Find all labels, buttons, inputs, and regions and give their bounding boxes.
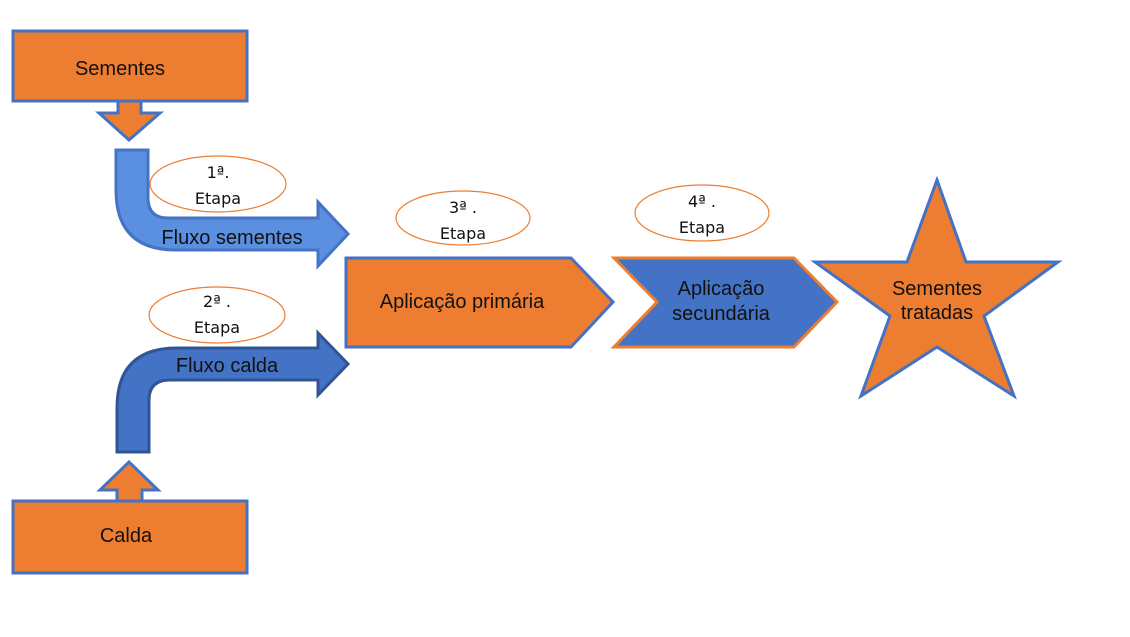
stage-2-line2: Etapa	[194, 318, 240, 337]
node-aplicacao-primaria-label: Aplicação primária	[380, 291, 545, 313]
stage-1-line2: Etapa	[195, 189, 241, 208]
arrow-up-calda	[96, 459, 162, 503]
stage-3-line2: Etapa	[440, 224, 486, 243]
node-aplicacao-primaria: Aplicação primária	[344, 256, 616, 349]
node-sementes-tratadas-line1: Sementes	[892, 278, 982, 300]
node-sementes-tratadas: Sementes tratadas	[810, 175, 1063, 400]
stage-1-line1: 1ª.	[207, 163, 230, 182]
stage-4-ellipse: 4ª . Etapa	[634, 184, 770, 242]
node-calda: Calda	[11, 499, 249, 575]
arrow-fluxo-calda	[115, 329, 351, 454]
node-sementes-tratadas-line2: tratadas	[901, 302, 973, 324]
stage-1-ellipse: 1ª. Etapa	[149, 155, 287, 213]
node-aplicacao-secundaria-line1: Aplicação	[678, 278, 765, 300]
arrow-fluxo-calda-label: Fluxo calda	[176, 355, 279, 377]
stage-2-ellipse: 2ª . Etapa	[148, 286, 286, 344]
stage-2-line1: 2ª .	[203, 292, 231, 311]
node-calda-label: Calda	[100, 525, 153, 547]
stage-3-ellipse: 3ª . Etapa	[395, 190, 531, 246]
stage-4-line2: Etapa	[679, 218, 725, 237]
node-sementes: Sementes	[11, 29, 249, 103]
stage-4-line1: 4ª .	[688, 192, 716, 211]
node-sementes-label: Sementes	[75, 58, 165, 80]
node-aplicacao-secundaria: Aplicação secundária	[610, 256, 840, 349]
stage-3-line1: 3ª .	[449, 198, 477, 217]
node-aplicacao-secundaria-line2: secundária	[672, 303, 771, 325]
arrow-down-sementes	[95, 99, 165, 143]
arrow-fluxo-sementes	[114, 148, 351, 270]
arrow-fluxo-sementes-label: Fluxo sementes	[161, 227, 302, 249]
